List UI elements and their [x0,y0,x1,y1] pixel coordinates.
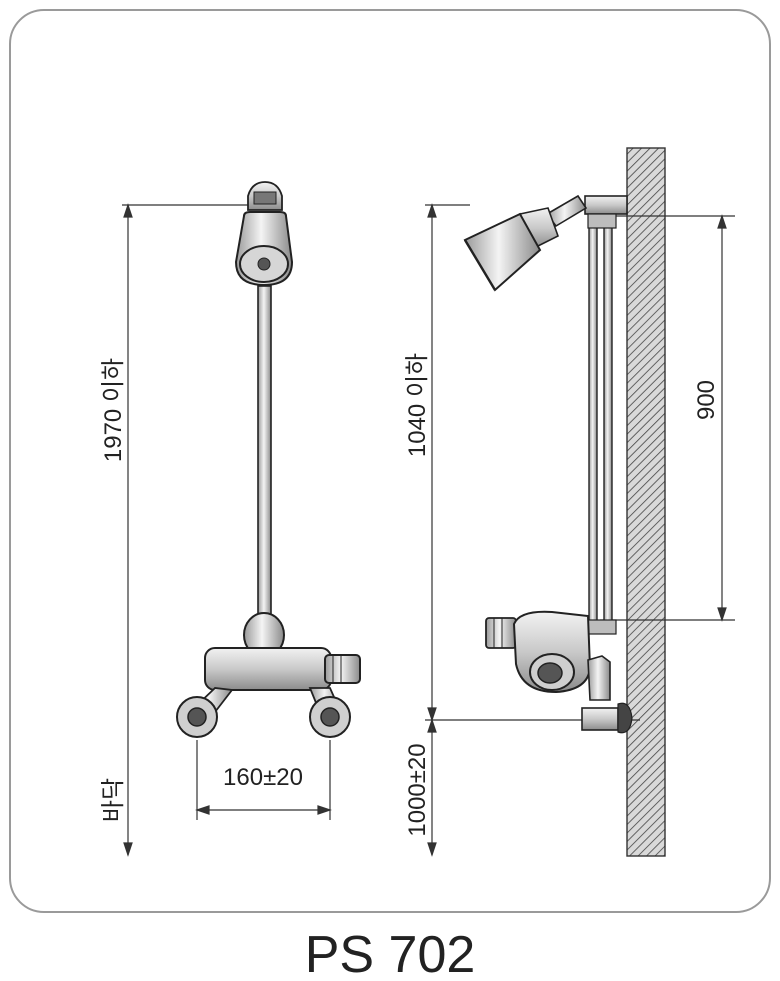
shower-head-front [234,181,294,287]
front-height-label: 1970 이하 [100,358,127,462]
bar-length-dimension-line [600,214,735,622]
model-name: PS 702 [305,926,476,981]
mixer-valve-front [176,612,361,738]
floor-label: 바닥 [100,778,127,822]
slide-bar-side [584,195,628,635]
wall-section [626,147,666,857]
front-view: 1970 이하 바닥 [100,181,361,857]
side-height-label: 1040 이하 [404,353,431,457]
shower-head-side [463,194,588,292]
height-dimension-line [122,203,255,857]
mixer-valve-side [485,610,633,734]
mount-height-label: 1000±20 [404,743,431,836]
side-view: 1040 이하 1000±20 900 [404,147,735,857]
bar-length-label: 900 [693,380,720,420]
width-dimension-line [195,740,332,820]
slide-bar-front [257,285,272,617]
front-width-label: 160±20 [223,764,303,791]
mount-height-dimension-line [427,718,437,857]
